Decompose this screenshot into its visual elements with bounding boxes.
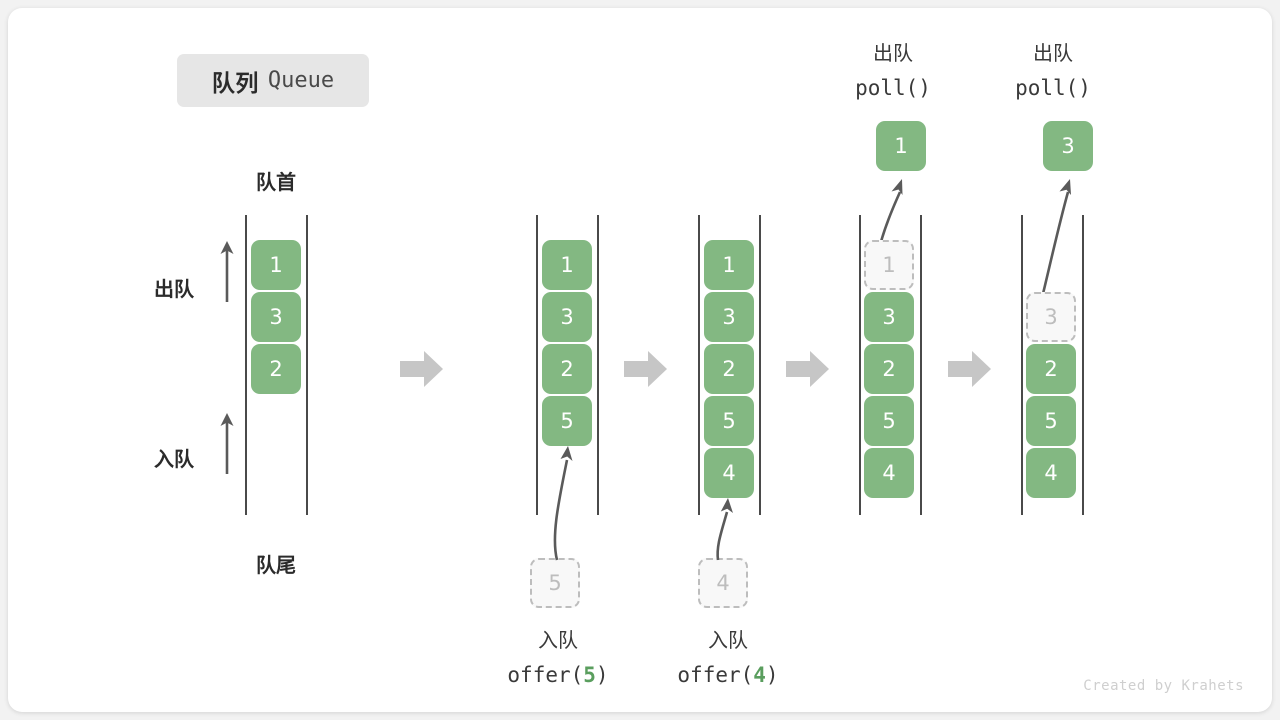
queue-cell: 5 bbox=[864, 396, 914, 446]
caption-offer-5-code: offer(5) bbox=[478, 658, 638, 693]
removed-cell: 1 bbox=[864, 240, 914, 290]
queue-rail-left-1 bbox=[245, 215, 247, 515]
caption-offer-5: 入队 offer(5) bbox=[478, 623, 638, 693]
header-poll-1-cn: 出队 bbox=[873, 41, 913, 65]
queue-rail-right-1 bbox=[306, 215, 308, 515]
caption-offer-4-code: offer(4) bbox=[648, 658, 808, 693]
pending-enqueue-cell: 5 bbox=[530, 558, 580, 608]
queue-cell: 2 bbox=[251, 344, 301, 394]
step-arrow-icon bbox=[624, 351, 667, 387]
queue-cell-new: 4 bbox=[704, 448, 754, 498]
pending-enqueue-cell: 4 bbox=[698, 558, 748, 608]
dequeue-direction-arrow-icon bbox=[220, 241, 234, 302]
queue-cell: 4 bbox=[864, 448, 914, 498]
queue-cell: 3 bbox=[542, 292, 592, 342]
queue-cell: 5 bbox=[1026, 396, 1076, 446]
label-rear: 队尾 bbox=[256, 553, 296, 577]
title-chinese: 队列 bbox=[211, 70, 259, 97]
queue-cell-new: 5 bbox=[542, 396, 592, 446]
diagram-card: 队列 Queue 队首 队尾 出队 入队 1 3 2 1 3 2 5 5 入队 … bbox=[8, 8, 1272, 712]
caption-offer-4-prefix: offer( bbox=[677, 663, 754, 687]
queue-cell: 2 bbox=[542, 344, 592, 394]
step-arrow-icon bbox=[400, 351, 443, 387]
queue-cell: 3 bbox=[704, 292, 754, 342]
caption-offer-5-cn: 入队 bbox=[538, 628, 578, 652]
removed-cell: 3 bbox=[1026, 292, 1076, 342]
queue-cell: 1 bbox=[251, 240, 301, 290]
enqueue-direction-arrow-icon bbox=[220, 413, 234, 474]
queue-cell: 5 bbox=[704, 396, 754, 446]
header-poll-3-code: poll() bbox=[1015, 76, 1091, 100]
queue-cell: 1 bbox=[704, 240, 754, 290]
queue-cell: 2 bbox=[704, 344, 754, 394]
queue-rail-right-3 bbox=[759, 215, 761, 515]
step-arrow-icon bbox=[786, 351, 829, 387]
enqueue-motion-arrow-icon bbox=[553, 446, 573, 561]
label-enqueue: 入队 bbox=[154, 447, 194, 471]
queue-cell: 3 bbox=[864, 292, 914, 342]
watermark: Created by Krahets bbox=[1083, 678, 1244, 694]
header-poll-1: 出队 poll() bbox=[818, 36, 968, 106]
caption-offer-5-value: 5 bbox=[583, 663, 596, 687]
caption-offer-4-value: 4 bbox=[753, 663, 766, 687]
queue-rail-right-4 bbox=[920, 215, 922, 515]
empty-slot bbox=[1026, 240, 1076, 290]
caption-offer-4-cn: 入队 bbox=[708, 628, 748, 652]
queue-cell: 1 bbox=[542, 240, 592, 290]
header-poll-1-code: poll() bbox=[855, 76, 931, 100]
title-badge: 队列 Queue bbox=[177, 54, 369, 107]
caption-offer-4-suffix: ) bbox=[765, 663, 779, 687]
queue-cell: 3 bbox=[251, 292, 301, 342]
title-english: Queue bbox=[267, 68, 335, 93]
queue-rail-left-4 bbox=[859, 215, 861, 515]
label-front: 队首 bbox=[256, 170, 296, 194]
header-poll-3-cn: 出队 bbox=[1033, 41, 1073, 65]
enqueue-motion-arrow-icon bbox=[716, 498, 733, 561]
popped-cell: 3 bbox=[1043, 121, 1093, 171]
queue-rail-left-3 bbox=[698, 215, 700, 515]
queue-rail-right-2 bbox=[597, 215, 599, 515]
queue-rail-left-5 bbox=[1021, 215, 1023, 515]
queue-cell: 4 bbox=[1026, 448, 1076, 498]
caption-offer-5-suffix: ) bbox=[595, 663, 609, 687]
caption-offer-5-prefix: offer( bbox=[507, 663, 584, 687]
header-poll-3: 出队 poll() bbox=[978, 36, 1128, 106]
step-arrow-icon bbox=[948, 351, 991, 387]
popped-cell: 1 bbox=[876, 121, 926, 171]
queue-cell: 2 bbox=[864, 344, 914, 394]
queue-rail-left-2 bbox=[536, 215, 538, 515]
label-dequeue: 出队 bbox=[154, 277, 194, 301]
queue-cell: 2 bbox=[1026, 344, 1076, 394]
queue-rail-right-5 bbox=[1082, 215, 1084, 515]
caption-offer-4: 入队 offer(4) bbox=[648, 623, 808, 693]
